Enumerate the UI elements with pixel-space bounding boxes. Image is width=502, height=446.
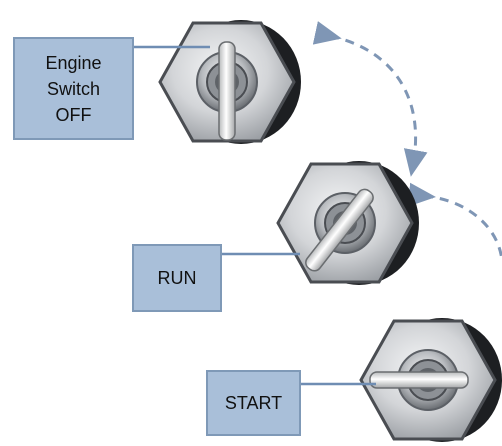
label-line: Switch [46, 78, 100, 99]
label-run: RUN [132, 244, 222, 312]
curved-arrow-icon [408, 182, 502, 263]
ignition-switch-icon [276, 161, 419, 285]
label-start: START [206, 370, 301, 436]
label-line: OFF [55, 104, 92, 125]
ignition-switch-icon [158, 20, 301, 144]
label-text: RUN [157, 268, 197, 288]
label-line: Engine [45, 52, 102, 73]
key-icon [305, 188, 374, 272]
curved-arrow-icon [312, 21, 428, 177]
label-text: START [224, 393, 283, 413]
label-engine-switch-off: Engine Switch OFF [13, 37, 134, 140]
key-icon [218, 41, 236, 141]
ignition-switch-icon [359, 318, 502, 442]
key-icon [369, 371, 469, 389]
